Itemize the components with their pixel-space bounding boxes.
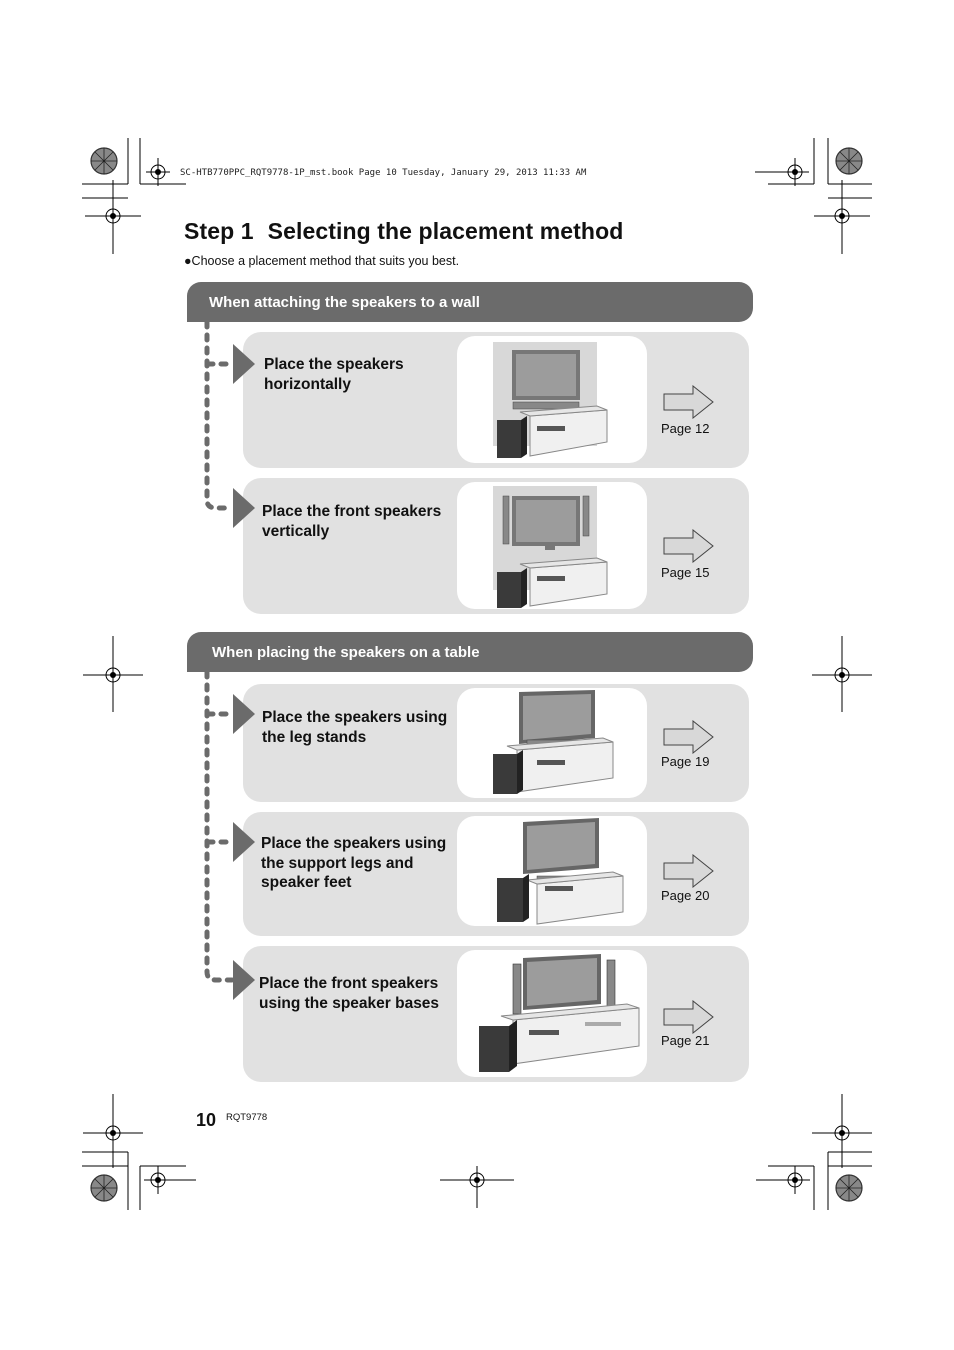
pointer-arrow-icon [233, 960, 255, 1000]
option-label: Place the speakers using the support leg… [261, 835, 447, 891]
page-reference: Page 21 [661, 1033, 710, 1048]
next-page-arrow-icon [663, 385, 714, 419]
page-number: 10 [196, 1110, 217, 1130]
option-card-speaker-bases[interactable]: Place the front speakers using the speak… [233, 946, 749, 1082]
book-slug-line: SC-HTB770PPC_RQT9778-1P_mst.book Page 10… [180, 168, 587, 178]
section-heading-table: When placing the speakers on a table [187, 632, 753, 672]
option-label: Place the front speakers using the speak… [259, 975, 440, 1012]
page-reference: Page 15 [661, 565, 710, 580]
page-reference: Page 19 [661, 754, 710, 769]
option-label: Place the front speakers vertically [262, 503, 442, 540]
document-code: RQT9778 [226, 1112, 268, 1123]
option-label: Place the speakers horizontally [264, 356, 404, 393]
step-number: Step 1 [184, 218, 254, 244]
next-page-arrow-icon [663, 529, 714, 563]
option-card-horizontal[interactable]: Place the speakers horizontally Page 12 [233, 332, 749, 468]
option-card-vertical[interactable]: Place the front speakers vertically Page… [233, 478, 749, 614]
section-heading-text: When placing the speakers on a table [212, 643, 480, 661]
page-title: Step 1 Selecting the placement method [184, 218, 623, 245]
pointer-arrow-icon [233, 694, 255, 734]
pointer-arrow-icon [233, 822, 255, 862]
illustration-wall-horizontal [457, 336, 647, 463]
title-text: Selecting the placement method [267, 218, 624, 244]
illustration-wall-vertical [457, 482, 647, 609]
next-page-arrow-icon [663, 1000, 714, 1034]
subtitle: ●Choose a placement method that suits yo… [184, 254, 460, 268]
page-reference: Page 20 [661, 888, 710, 903]
illustration-speaker-bases [457, 950, 647, 1077]
page-reference: Page 12 [661, 421, 710, 436]
illustration-support-legs [457, 816, 647, 926]
pointer-arrow-icon [233, 344, 255, 384]
option-card-leg-stands[interactable]: Place the speakers using the leg stands … [233, 684, 749, 802]
next-page-arrow-icon [663, 854, 714, 888]
next-page-arrow-icon [663, 720, 714, 754]
illustration-leg-stands [457, 688, 647, 798]
pointer-arrow-icon [233, 488, 255, 528]
section-heading-wall: When attaching the speakers to a wall [187, 282, 753, 322]
section-heading-text: When attaching the speakers to a wall [209, 293, 480, 311]
option-card-support-legs[interactable]: Place the speakers using the support leg… [233, 812, 749, 936]
option-label: Place the speakers using the leg stands [262, 709, 448, 746]
